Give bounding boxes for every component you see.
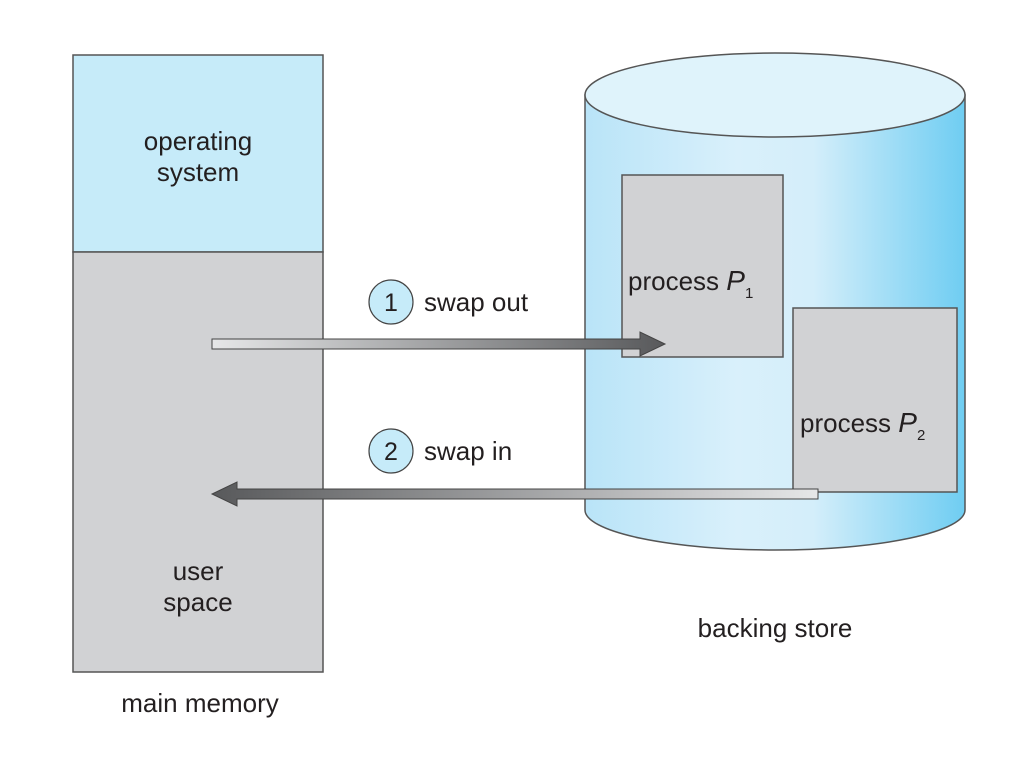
swap-in-arrow xyxy=(210,481,819,507)
process-p2-label: process P2 xyxy=(800,407,925,444)
main-memory: operating system user space main memory xyxy=(72,54,324,718)
main-memory-label: main memory xyxy=(121,688,278,718)
step-1-circle xyxy=(368,279,414,325)
step-2-label: swap in xyxy=(424,436,512,466)
os-label-line1: operating xyxy=(144,126,252,156)
backing-store: process P1 process P2 backing store xyxy=(584,52,966,643)
swap-out-arrow xyxy=(211,331,667,357)
step-2-number: 2 xyxy=(384,438,398,466)
backing-store-label: backing store xyxy=(698,613,853,643)
user-label-line2: space xyxy=(163,587,232,617)
process-p2-box xyxy=(792,307,958,493)
os-region xyxy=(72,54,324,253)
cylinder-top xyxy=(584,52,966,138)
step-1: 1 swap out xyxy=(368,279,529,325)
os-label-line2: system xyxy=(157,157,239,187)
user-space-region xyxy=(72,251,324,673)
process-p1-label: process P1 xyxy=(628,265,753,302)
user-label-line1: user xyxy=(173,556,224,586)
step-2-circle xyxy=(368,428,414,474)
process-p1-box xyxy=(621,174,784,358)
step-1-number: 1 xyxy=(384,289,398,317)
step-2: 2 swap in xyxy=(368,428,512,474)
step-1-label: swap out xyxy=(424,287,529,317)
